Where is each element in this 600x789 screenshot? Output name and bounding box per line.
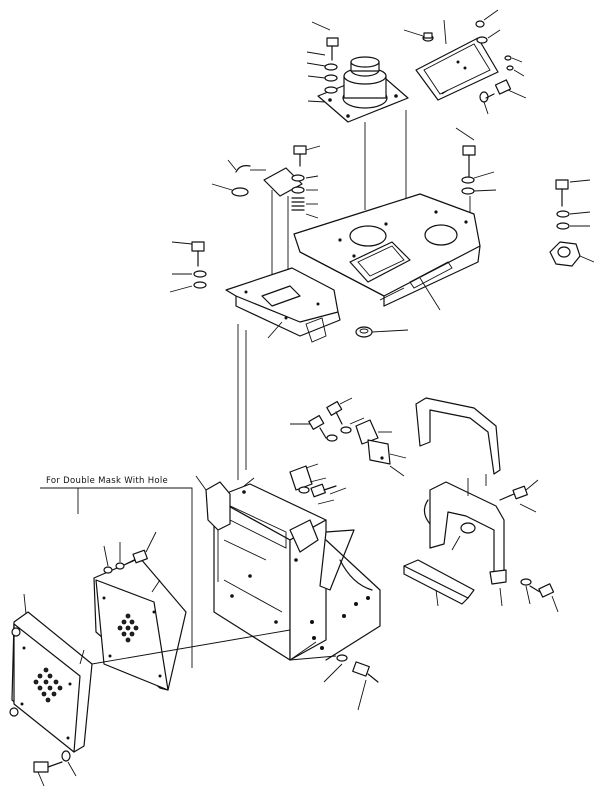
mid-fasteners (289, 397, 407, 505)
front-plate-lower (9, 593, 291, 753)
bolt-stack-right (549, 179, 595, 267)
bolt-stack-left (169, 241, 207, 293)
grommet (355, 326, 409, 338)
mask-plate-bolts (103, 531, 157, 574)
double-mask-frame (40, 487, 193, 668)
column-mount-plate (317, 56, 409, 123)
cover-plate-top-right (403, 9, 527, 115)
hole-pattern-lower (33, 667, 63, 703)
main-frame-box (195, 475, 381, 661)
bolt-stack-column (306, 21, 339, 103)
handle-guard (415, 397, 501, 486)
hole-pattern-upper (117, 613, 139, 643)
bottom-fasteners-center (289, 654, 379, 711)
switch-bracket (211, 145, 321, 219)
bolt-stack-panel-center (455, 127, 497, 195)
left-dash-panel (225, 267, 341, 343)
reference-lines (237, 110, 471, 480)
mask-plate-with-hole (93, 557, 187, 691)
upper-dash-panel (293, 193, 481, 311)
front-plate-bolts (33, 750, 77, 787)
lower-rail-bracket (403, 559, 559, 613)
support-bracket-right (423, 478, 539, 583)
double-mask-caption: For Double Mask With Hole (46, 476, 169, 486)
